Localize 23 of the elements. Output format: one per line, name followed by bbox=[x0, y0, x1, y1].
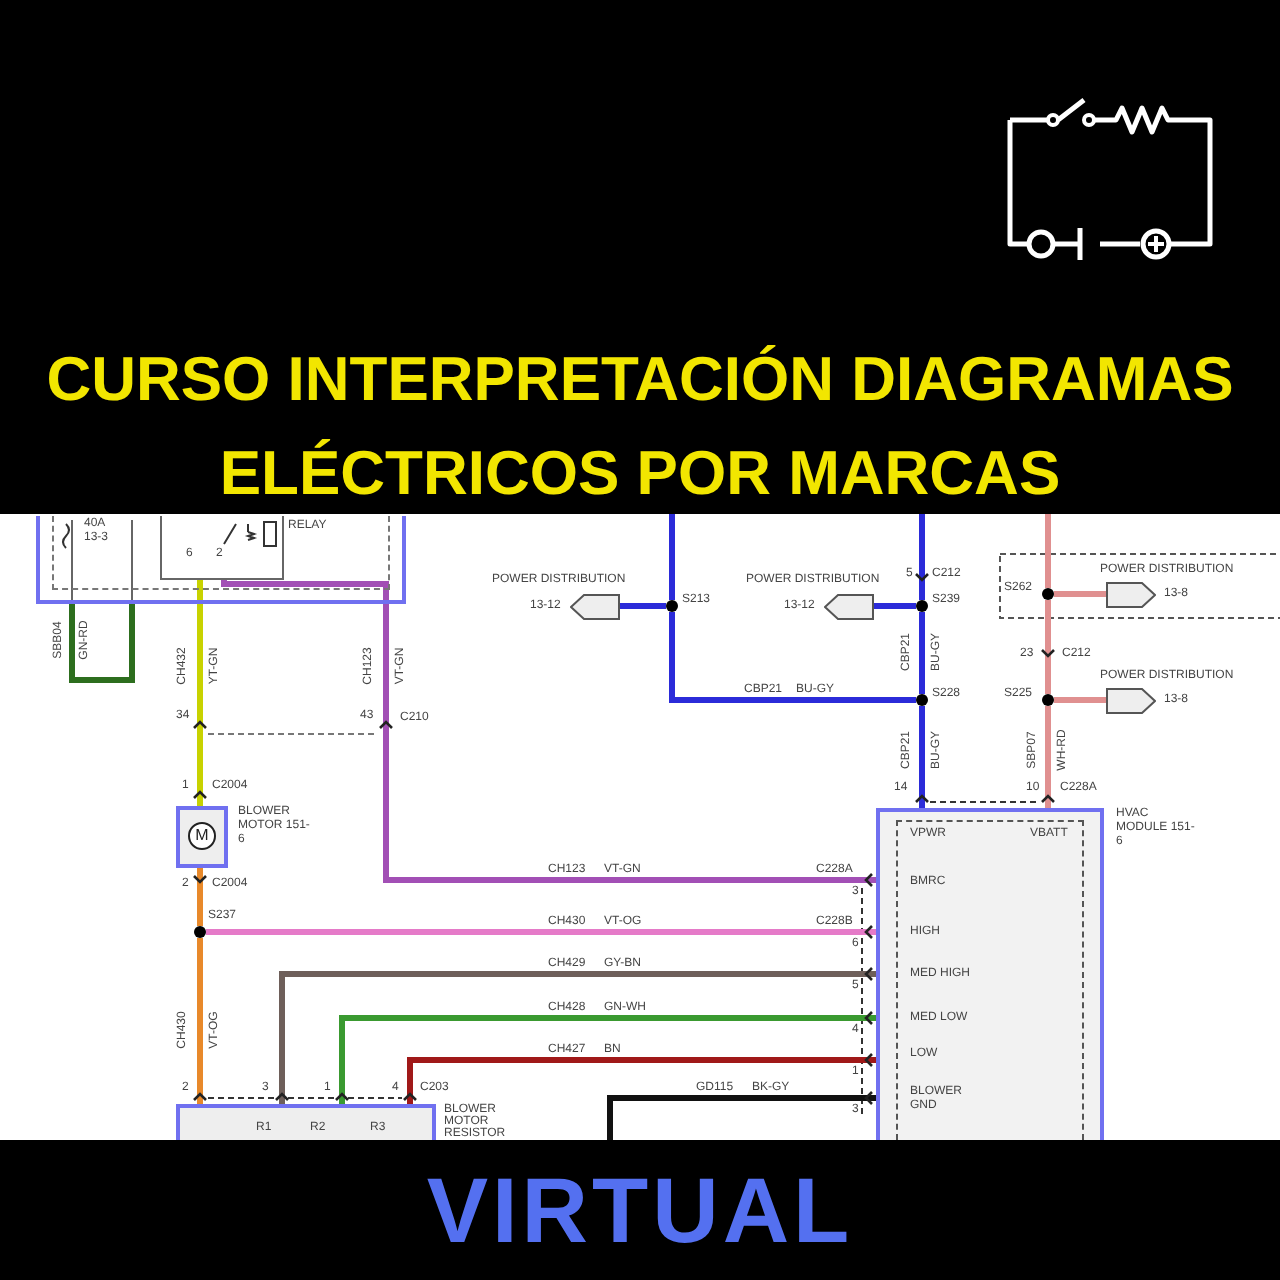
wire bbox=[206, 929, 876, 935]
wire bbox=[1054, 697, 1106, 703]
wire bbox=[669, 514, 675, 600]
wire bbox=[339, 1015, 876, 1104]
wire bbox=[407, 1057, 876, 1104]
title: CURSO INTERPRETACIÓN DIAGRAMAS ELÉCTRICOS POR MARCAS bbox=[44, 342, 1236, 512]
wire bbox=[197, 938, 203, 1104]
wire bbox=[279, 971, 876, 1104]
wire bbox=[919, 706, 925, 808]
wire bbox=[607, 1095, 876, 1140]
wire bbox=[193, 580, 207, 806]
wire bbox=[221, 577, 876, 887]
wire bbox=[1054, 591, 1106, 597]
wire bbox=[197, 868, 203, 926]
subtitle: VIRTUAL bbox=[424, 1155, 856, 1265]
wire bbox=[669, 612, 916, 703]
wire bbox=[620, 603, 666, 609]
wire bbox=[919, 612, 925, 694]
wire bbox=[919, 514, 925, 600]
wire bbox=[1041, 600, 1055, 694]
wire bbox=[1045, 706, 1051, 808]
wire bbox=[874, 603, 916, 609]
wire bbox=[1045, 514, 1051, 588]
